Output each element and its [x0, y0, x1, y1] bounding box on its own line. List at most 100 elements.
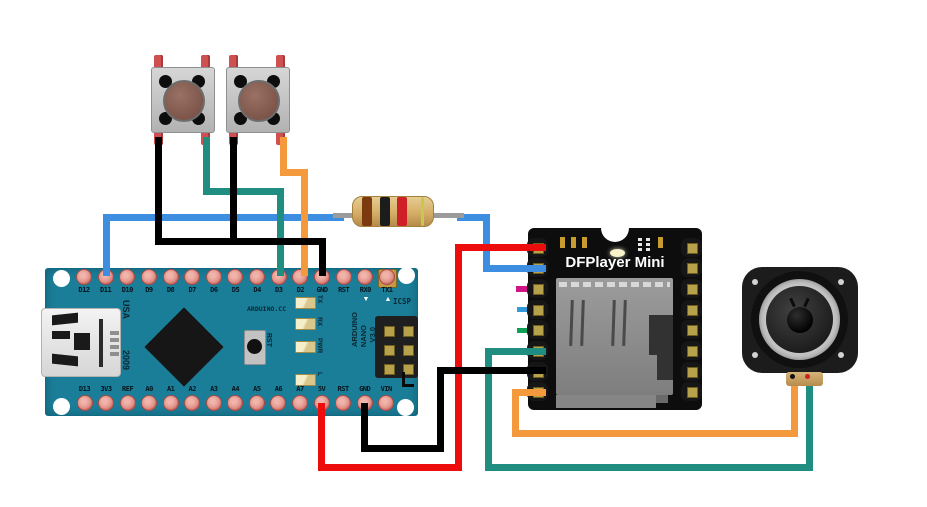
usb-contacts [110, 331, 119, 357]
icsp-pin [384, 345, 395, 356]
dfplayer-pin-pad [533, 325, 544, 337]
sd-spring [657, 350, 673, 380]
arduino-pin-d10 [119, 269, 136, 285]
wire-d11-to-resistor [102, 213, 110, 276]
screw-hole [838, 279, 844, 285]
gold-pad [582, 237, 587, 248]
sd-card-slot [556, 278, 673, 395]
dfplayer-pin [681, 361, 702, 381]
arduino-pin-ref [119, 395, 136, 411]
pin-label-a6: A6 [274, 385, 283, 393]
pin-label-gnd: GND [316, 286, 328, 294]
usb-detail [52, 312, 78, 326]
sd-tab [556, 395, 656, 408]
wire-button1-to-d3 [202, 136, 210, 195]
pin-mark-magenta [516, 286, 529, 292]
arduino-pin-a3 [205, 395, 222, 411]
wire-button1-to-d3 [202, 187, 284, 195]
button-leg [154, 55, 163, 70]
pin-label-d3: D3 [275, 286, 283, 294]
pin-label-a1: A1 [166, 385, 175, 393]
icsp-pin [403, 326, 414, 337]
arduino-pin-rst [335, 395, 352, 411]
wire-5v-to-dfplayer-vcc [454, 243, 546, 251]
sd-contacts [559, 282, 670, 287]
pushbutton-2 [226, 55, 290, 145]
reset-label: RST [265, 333, 272, 347]
wire-dfplayer-spk1-to-speaker [484, 347, 546, 355]
button-leg [276, 55, 285, 70]
pushbutton-1 [151, 55, 215, 145]
dfplayer-pin [681, 237, 702, 257]
pwr-led-label: PWR [316, 338, 323, 354]
usb-detail [99, 319, 103, 367]
dfplayer-pin-pad [533, 283, 544, 295]
arduino-pin-a4 [227, 395, 244, 411]
pin-label-a3: A3 [210, 385, 218, 393]
sd-slit [580, 299, 585, 347]
pin-label-rst: RST [338, 286, 350, 294]
pin-label-tx1: TX1 [381, 286, 393, 294]
arduino-pin-a0 [141, 395, 158, 411]
arduino-pin-d13 [76, 395, 93, 411]
wire-dfplayer-spk1-to-speaker [805, 375, 813, 471]
button-leg [201, 55, 210, 70]
reset-button-cap [247, 339, 262, 354]
pin1-mark [402, 372, 414, 387]
pin-label-a0: A0 [145, 385, 153, 393]
wire-5v-to-dfplayer-vcc [317, 402, 325, 471]
mount-hole [397, 399, 414, 416]
speaker [742, 267, 858, 373]
arduino-pin-d8 [162, 269, 179, 285]
pin-label-d7: D7 [188, 286, 196, 294]
arduino-pin-a6 [270, 395, 287, 411]
arduino-pin-rst [335, 269, 352, 285]
pin-label-d9: D9 [145, 286, 153, 294]
wire-button2-gnd-drop [229, 136, 237, 245]
screw-hole [752, 352, 758, 358]
rx-led [295, 318, 316, 330]
wire-button2-to-d2 [279, 136, 287, 176]
pad-dots [646, 238, 650, 252]
wire-gnd-to-dfplayer-gnd [360, 444, 444, 452]
wire-resistor-to-dfplayer-rx [482, 213, 490, 272]
pin-label-gnd: GND [359, 385, 371, 393]
pin-mark-blue [517, 307, 529, 312]
arduino-pin-rx0 [357, 269, 374, 285]
pin-mark-green [517, 328, 529, 333]
arduino-pin-d12 [76, 269, 92, 285]
dfplayer-pin [681, 382, 702, 402]
arduino-pin-d7 [184, 269, 201, 285]
dfplayer-pin [681, 341, 702, 361]
brand-nano: NANO [359, 325, 368, 348]
band-black [380, 197, 390, 226]
wire-dfplayer-spk1-to-speaker [484, 463, 813, 471]
sd-tab [656, 395, 668, 403]
dfplayer-pin [681, 320, 702, 340]
pin-label-d5: D5 [231, 286, 240, 294]
icsp-header [375, 316, 418, 378]
dfplayer-pin-pad [687, 366, 698, 378]
pin-label-5v: 5V [317, 385, 326, 393]
arduino-pin-d9 [140, 269, 157, 285]
speaker-dome [787, 307, 813, 333]
wire-gnd-to-dfplayer-gnd [436, 366, 444, 452]
mcu-chip [144, 307, 224, 387]
wire-gnd-to-dfplayer-gnd [436, 366, 546, 374]
button-cap [238, 80, 280, 122]
mount-hole [53, 398, 70, 415]
speaker-terminal [786, 372, 823, 386]
module-notch [601, 214, 629, 242]
icsp-pin [403, 364, 414, 375]
wire-dfplayer-spk2-to-speaker [511, 388, 519, 437]
icsp-pin [403, 345, 414, 356]
dfplayer-pin-pad [687, 346, 698, 358]
arduino-pin-a5 [248, 395, 265, 411]
pin-label-d12: D12 [78, 286, 90, 294]
tx-marker: ▲ [384, 296, 392, 303]
usb-detail [74, 333, 90, 350]
usb-detail [52, 331, 70, 339]
band-brown [362, 197, 372, 226]
pin-label-d6: D6 [210, 286, 218, 294]
